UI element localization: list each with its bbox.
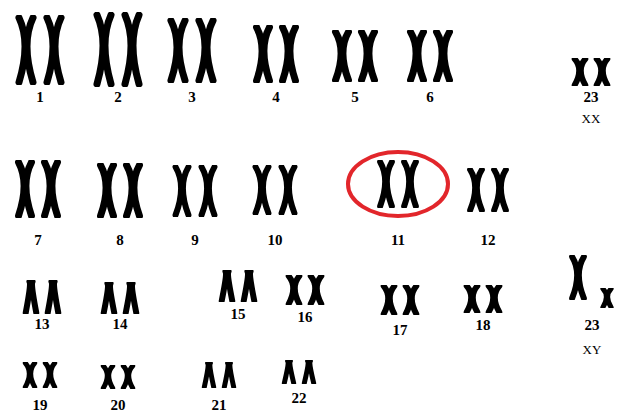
- chromosome-number: 19: [33, 398, 48, 413]
- chromosome-number: 3: [188, 90, 196, 105]
- chromosome: [26, 282, 37, 313]
- chromosome: [437, 32, 450, 80]
- chromosome: [101, 165, 114, 216]
- chromosome-number: 22: [292, 391, 307, 406]
- chromosome: [127, 165, 140, 216]
- chromosome: [489, 286, 500, 312]
- chromosome: [123, 366, 132, 388]
- chromosome-number: 21: [212, 398, 227, 413]
- chromosome: [575, 59, 586, 85]
- chromosome: [336, 32, 349, 80]
- chromosome-number: 1: [36, 90, 44, 105]
- chromosome: [467, 286, 478, 312]
- chromosome: [380, 162, 392, 206]
- chromosome: [103, 366, 112, 388]
- chromosome-number: 18: [476, 318, 491, 333]
- chromosome: [202, 167, 215, 215]
- chromosome-number: 5: [351, 90, 359, 105]
- chromosome: [282, 167, 295, 213]
- chromosome: [470, 170, 482, 210]
- chromosome-number: 17: [393, 323, 408, 338]
- chromosome-number: 16: [298, 310, 313, 325]
- chromosome: [284, 361, 293, 383]
- chromosome-number: 20: [111, 398, 126, 413]
- sex-chromosome-label: XX: [582, 112, 601, 125]
- chromosome: [572, 257, 584, 298]
- chromosome: [125, 15, 139, 84]
- chromosome-number: 2: [114, 90, 122, 105]
- chromosome: [384, 286, 395, 314]
- chromosome-number: 8: [116, 233, 124, 248]
- chromosome: [411, 32, 424, 80]
- chromosome-number: 15: [231, 307, 246, 322]
- chromosome: [222, 272, 233, 301]
- chromosome: [494, 170, 506, 210]
- chromosome: [45, 363, 54, 387]
- sex-chromosome-label: XY: [583, 343, 602, 356]
- chromosome: [283, 27, 296, 80]
- chromosome-number: 6: [426, 90, 434, 105]
- chromosome: [171, 21, 185, 81]
- chromosome: [244, 272, 255, 301]
- chromosome: [304, 361, 313, 383]
- chromosome-number: 14: [113, 317, 128, 332]
- chromosome: [406, 286, 417, 314]
- chromosome-number: 9: [191, 233, 199, 248]
- highlight-circle: [348, 152, 448, 216]
- chromosome-number: 13: [35, 317, 50, 332]
- chromosome: [19, 162, 32, 215]
- chromosome-number: 12: [481, 233, 496, 248]
- chromosome: [362, 32, 375, 80]
- chromosome-number: 10: [268, 233, 283, 248]
- chromosome: [257, 27, 270, 80]
- chromosome: [176, 167, 189, 215]
- chromosome: [311, 276, 322, 304]
- chromosome: [597, 59, 608, 85]
- chromosome: [199, 21, 213, 81]
- chromosome-number: 11: [391, 233, 405, 248]
- chromosome: [204, 363, 213, 387]
- chromosome: [224, 363, 233, 387]
- chromosome: [19, 18, 33, 82]
- chromosome: [47, 18, 61, 82]
- chromosome: [603, 289, 611, 307]
- chromosome: [48, 282, 59, 313]
- chromosome: [45, 162, 58, 215]
- chromosome: [256, 167, 269, 213]
- chromosome: [104, 284, 115, 313]
- chromosome: [97, 15, 111, 84]
- chromosome: [289, 276, 300, 304]
- chromosome: [126, 284, 137, 313]
- chromosome-number: 23: [584, 90, 599, 105]
- chromosome: [25, 363, 34, 387]
- chromosome-set: [19, 15, 612, 388]
- chromosome-number: 4: [272, 90, 280, 105]
- chromosome-number: 23: [585, 318, 600, 333]
- chromosome-number: 7: [34, 233, 42, 248]
- chromosome: [404, 162, 416, 206]
